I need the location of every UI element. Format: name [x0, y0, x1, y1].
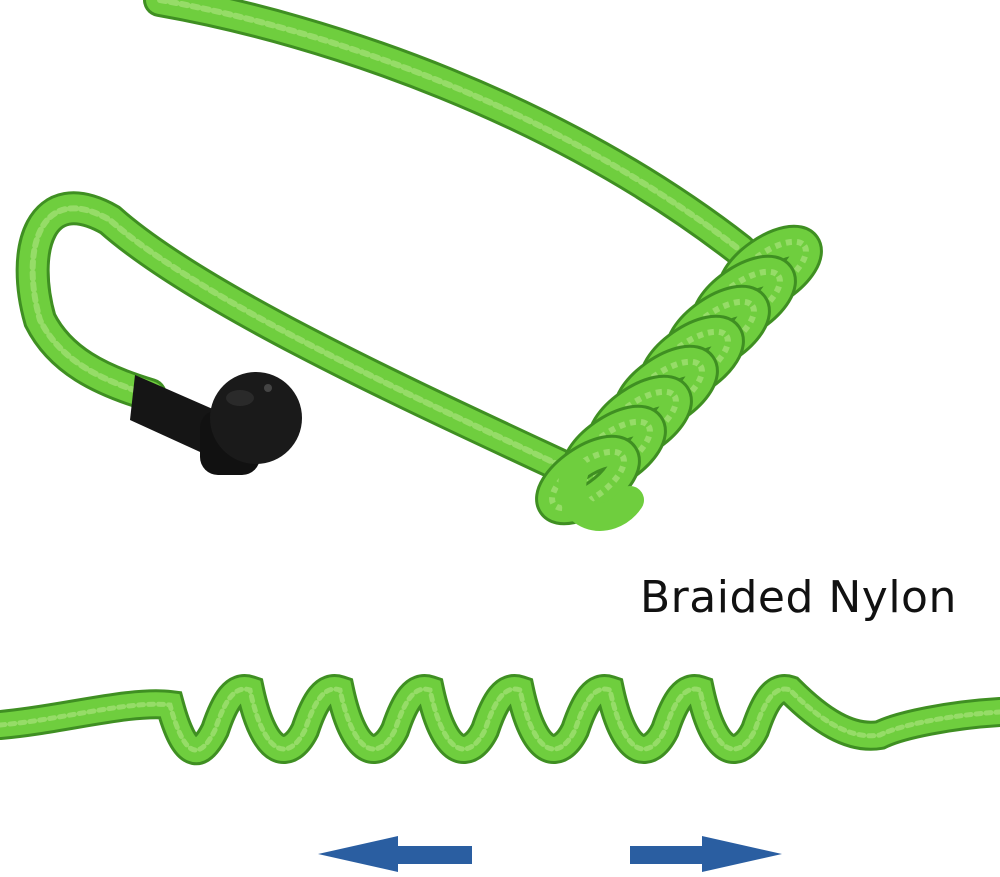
caption-text: Braided Nylon	[640, 572, 957, 623]
right-arrow-icon	[630, 836, 782, 872]
left-arrow-icon	[318, 836, 472, 872]
coiled-cable-top	[15, 0, 823, 531]
stretched-coil-cable	[0, 674, 1000, 765]
earpiece	[130, 372, 302, 475]
